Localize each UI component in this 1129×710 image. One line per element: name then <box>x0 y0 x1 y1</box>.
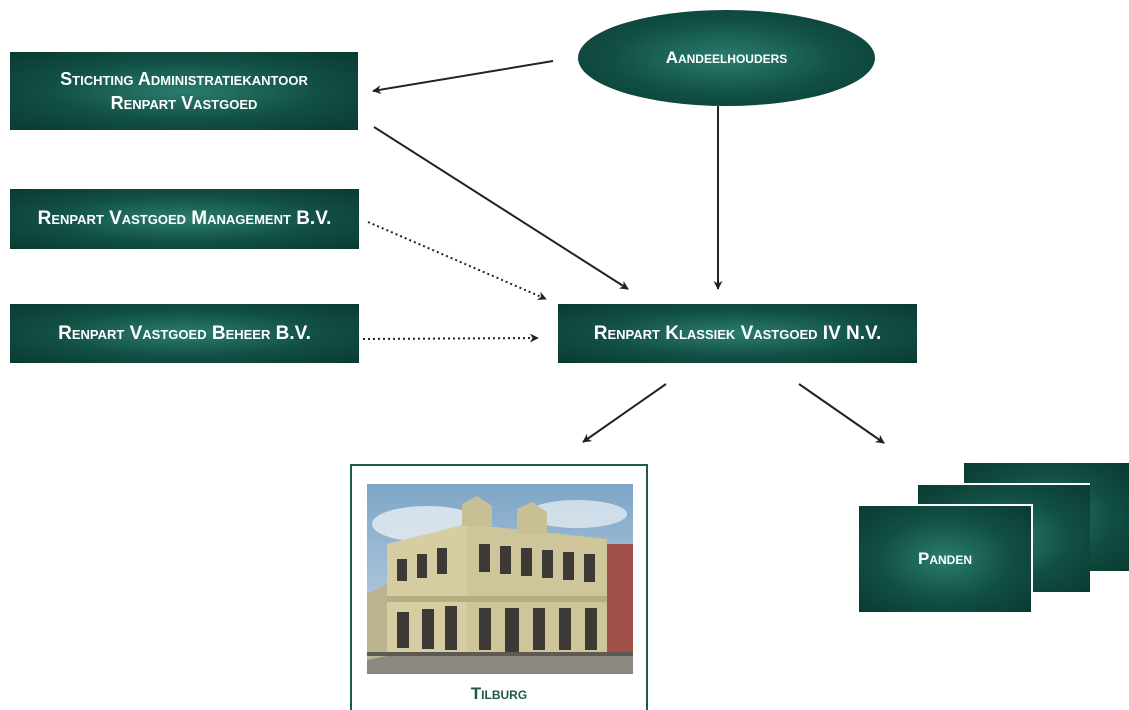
arrow-stichting-to-klassiek <box>373 126 629 290</box>
beheer-label: Renpart Vastgoed Beheer B.V. <box>58 322 311 344</box>
tilburg-label: Tilburg <box>470 684 528 703</box>
stichting-administratiekantoor-box: Stichting Administratiekantoor Renpart V… <box>10 52 358 130</box>
aandeelhouders-ellipse: Aandeelhouders <box>578 10 875 106</box>
arrow-beheer-to-klassiek <box>362 333 539 343</box>
panden-card-front: Panden <box>857 504 1033 614</box>
building-illustration <box>367 484 633 674</box>
vastgoed-management-box: Renpart Vastgoed Management B.V. <box>10 189 359 249</box>
arrow-management-to-klassiek <box>367 221 547 300</box>
vastgoed-beheer-box: Renpart Vastgoed Beheer B.V. <box>10 304 359 363</box>
panden-label: Panden <box>917 549 972 568</box>
klassiek-vastgoed-box: Renpart Klassiek Vastgoed IV N.V. <box>558 304 917 363</box>
arrow-aandeelhouders-to-stichting <box>372 60 554 95</box>
stichting-label-line2: Renpart Vastgoed <box>110 93 258 113</box>
tilburg-building-photo <box>367 484 633 674</box>
arrow-klassiek-to-tilburg <box>582 383 667 443</box>
stichting-label-line1: Stichting Administratiekantoor <box>60 68 308 89</box>
klassiek-label: Renpart Klassiek Vastgoed IV N.V. <box>593 322 882 344</box>
arrow-klassiek-to-panden <box>798 383 885 444</box>
tilburg-property-card: Tilburg <box>350 464 648 710</box>
aandeelhouders-label: Aandeelhouders <box>665 47 788 67</box>
management-label: Renpart Vastgoed Management B.V. <box>37 208 332 230</box>
